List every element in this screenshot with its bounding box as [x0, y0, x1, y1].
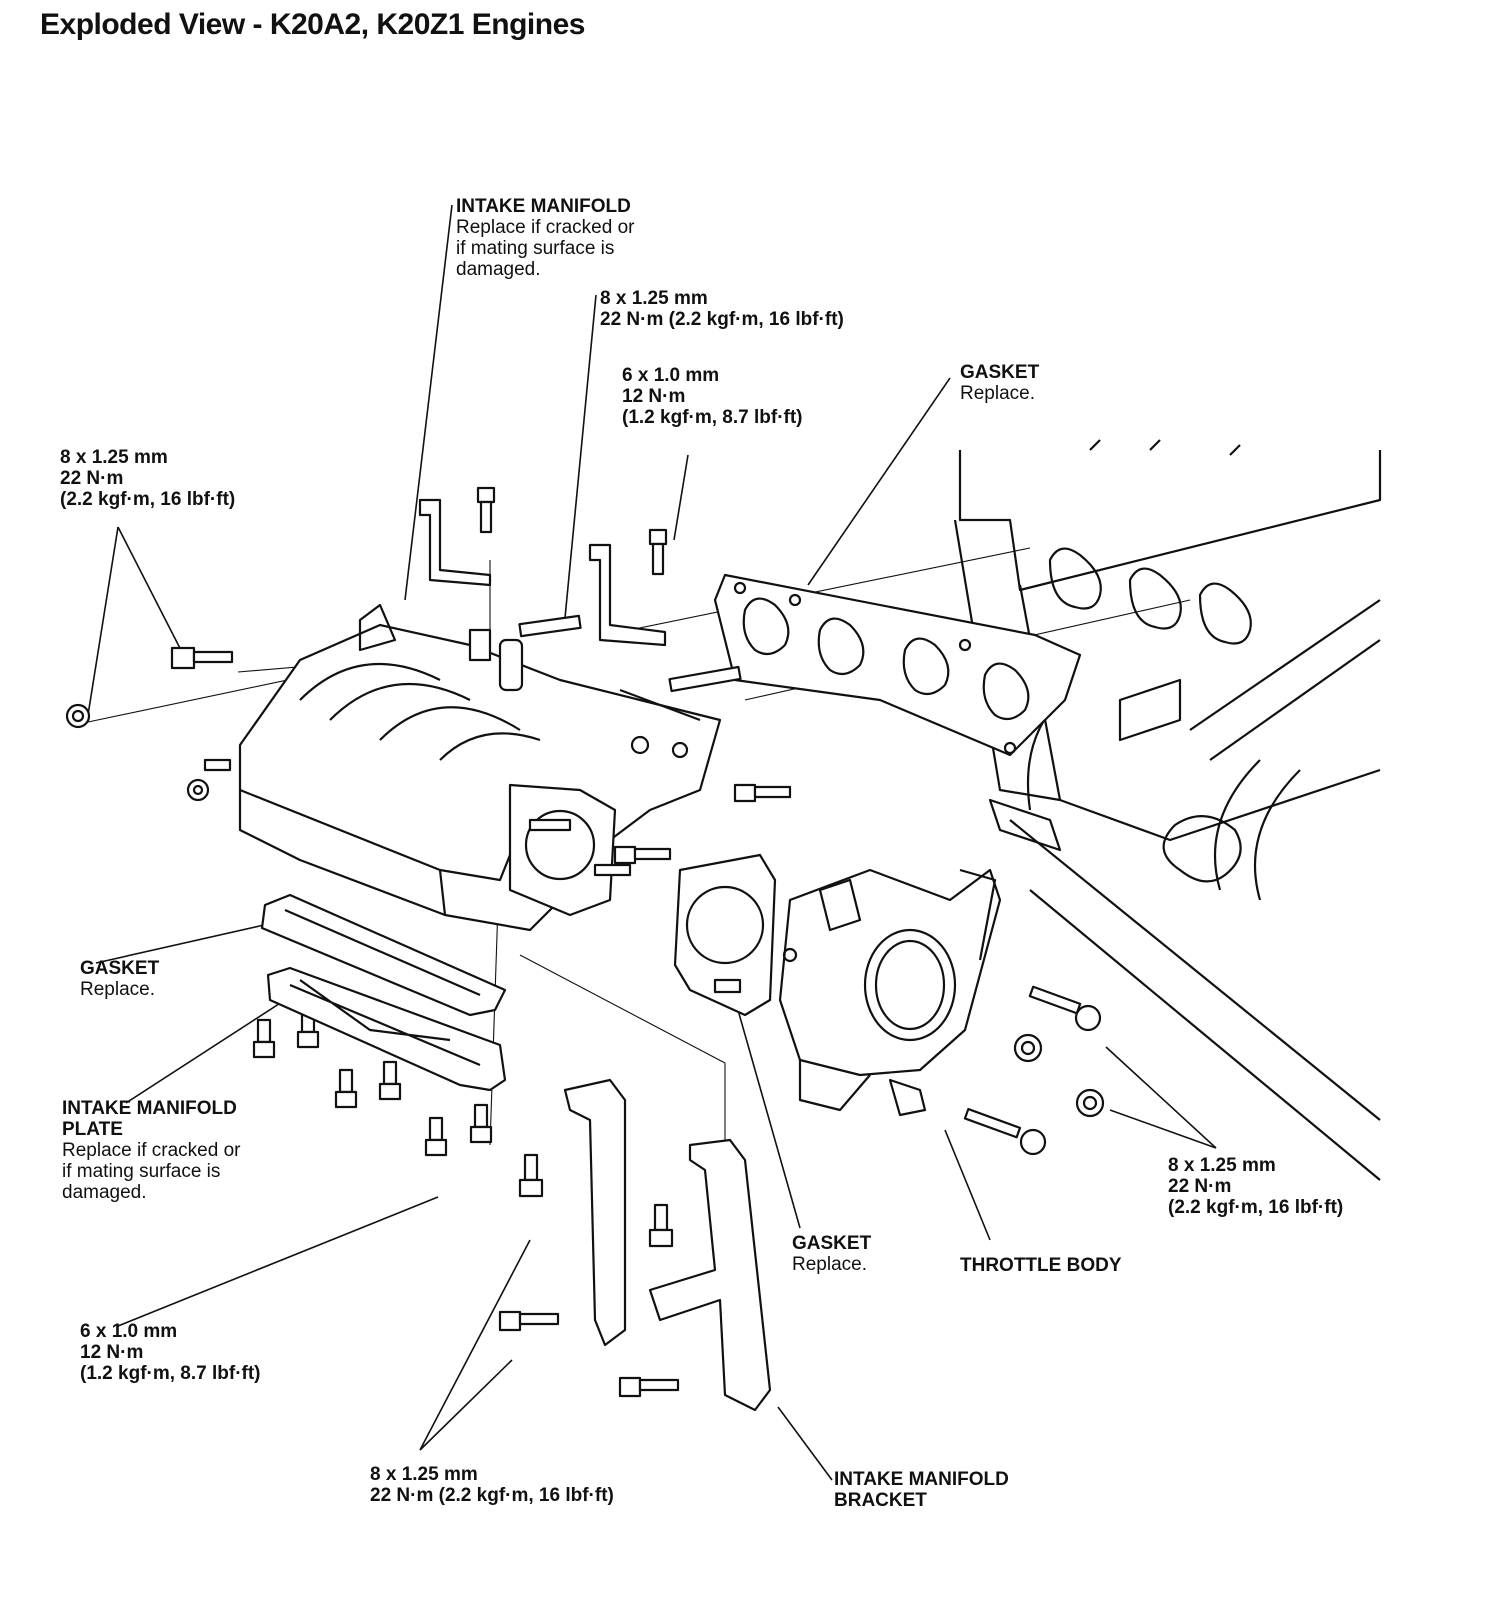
plate-bolt-5	[424, 1116, 448, 1157]
callout-intake-manifold: INTAKE MANIFOLD Replace if cracked or if…	[456, 196, 635, 280]
callout-bolt-top-center: 8 x 1.25 mm 22 N·m (2.2 kgf·m, 16 lbf·ft…	[600, 288, 844, 330]
plate-bolt-3	[334, 1068, 358, 1109]
callout-bolt-top-6mm: 6 x 1.0 mm 12 N·m (1.2 kgf·m, 8.7 lbf·ft…	[622, 365, 803, 428]
bracket-bolt-1	[518, 1153, 544, 1198]
fasteners	[65, 486, 1105, 1398]
nut-left-b	[186, 778, 210, 802]
bracket-bolt-2	[648, 1203, 674, 1248]
bolt-top-a	[476, 486, 496, 534]
callout-bolt-top-left: 8 x 1.25 mm 22 N·m (2.2 kgf·m, 16 lbf·ft…	[60, 447, 236, 510]
bracket-bolt-3	[498, 1310, 560, 1332]
right-bolt-a	[1028, 985, 1102, 1032]
manifold-stay-bracket-right	[588, 543, 667, 647]
bracket-right	[648, 1138, 772, 1412]
right-nut-a	[1013, 1033, 1043, 1063]
throttle-body	[778, 868, 1002, 1117]
manifold-stay-bracket-left	[418, 498, 492, 587]
page-title: Exploded View - K20A2, K20Z1 Engines	[40, 8, 585, 41]
stud-throttle-a	[528, 818, 572, 832]
plate-bolt-4	[378, 1060, 402, 1101]
callout-gasket-top: GASKET Replace.	[960, 362, 1040, 404]
callout-throttle-body: THROTTLE BODY	[960, 1255, 1122, 1276]
callout-intake-manifold-plate: INTAKE MANIFOLD PLATE Replace if cracked…	[62, 1098, 241, 1203]
bolt-mid-a	[733, 783, 792, 803]
stud-left	[203, 758, 232, 772]
stud-throttle-b	[593, 863, 632, 877]
nut-left	[65, 703, 91, 729]
bracket-bolt-4	[618, 1376, 680, 1398]
plate-bolt-6	[469, 1103, 493, 1144]
stud-b	[668, 665, 742, 693]
callout-bolt-right: 8 x 1.25 mm 22 N·m (2.2 kgf·m, 16 lbf·ft…	[1168, 1155, 1344, 1218]
callout-gasket-throttle: GASKET Replace.	[792, 1233, 872, 1275]
bolt-top-b	[648, 528, 668, 576]
callout-intake-manifold-bracket: INTAKE MANIFOLD BRACKET	[834, 1469, 1009, 1511]
cylinder-head	[953, 439, 1382, 1181]
right-nut-b	[1075, 1088, 1105, 1118]
manifold-gasket-top	[713, 573, 1082, 757]
callout-bolt-bottom-center: 8 x 1.25 mm 22 N·m (2.2 kgf·m, 16 lbf·ft…	[370, 1464, 614, 1506]
stud-a	[518, 614, 582, 638]
bolt-left-a	[170, 646, 234, 670]
intake-manifold-body	[238, 603, 722, 932]
bolt-mid-b	[613, 845, 672, 865]
throttle-body-gasket	[673, 853, 777, 1017]
plate-bolt-1	[252, 1018, 276, 1059]
callout-gasket-left: GASKET Replace.	[80, 958, 160, 1000]
plate-gasket	[260, 893, 507, 1017]
intake-manifold-plate	[266, 966, 507, 1092]
bracket-left	[563, 1078, 627, 1347]
callout-bolt-bottom-6mm: 6 x 1.0 mm 12 N·m (1.2 kgf·m, 8.7 lbf·ft…	[80, 1321, 261, 1384]
right-bolt-b	[963, 1107, 1047, 1156]
